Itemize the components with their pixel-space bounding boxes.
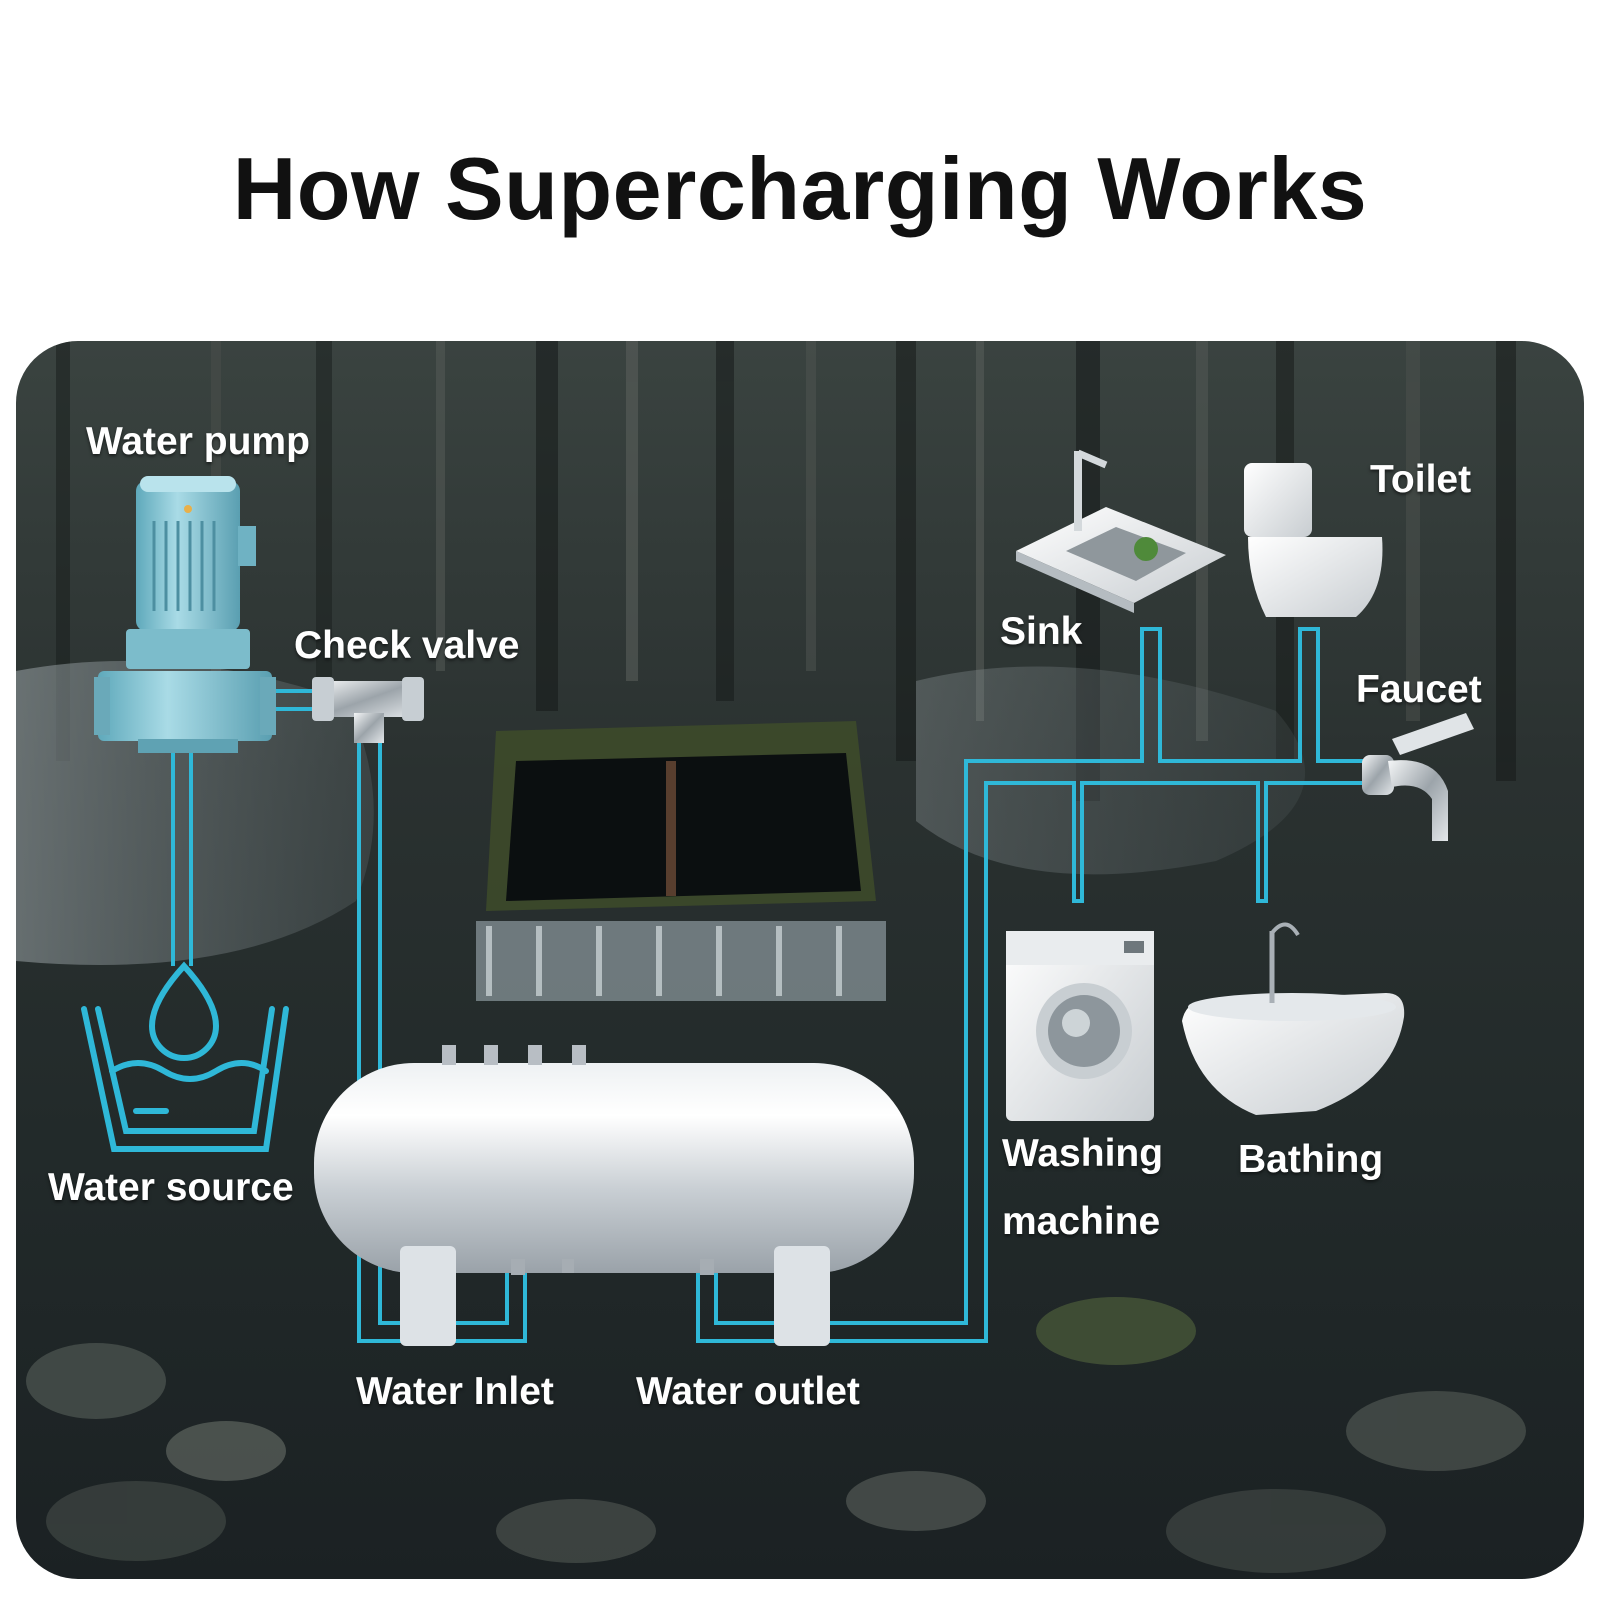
label-water-source: Water source: [48, 1166, 294, 1209]
label-bathing: Bathing: [1238, 1138, 1384, 1181]
label-washing-machine-line2: machine: [1002, 1200, 1161, 1243]
label-toilet: Toilet: [1370, 458, 1472, 501]
bathtub-icon: [1182, 922, 1405, 1115]
waterfall: [476, 921, 886, 1001]
check-valve-icon: [312, 677, 424, 743]
label-washing-machine-line1: Washing: [1002, 1132, 1164, 1175]
snow-ground-right: [916, 666, 1306, 875]
label-sink: Sink: [1000, 610, 1083, 653]
water-pump-icon: [94, 476, 276, 753]
water-source-icon: [81, 961, 289, 1152]
pipe-pump-to-source: [171, 736, 193, 966]
pipe-outlet-main: [696, 627, 1363, 1343]
label-water-outlet: Water outlet: [636, 1370, 860, 1413]
toilet-icon: [1244, 463, 1383, 617]
washing-machine-icon: [1006, 931, 1154, 1121]
sink-icon: [1016, 449, 1226, 613]
faucet-icon: [1362, 713, 1474, 841]
rocks: [26, 1297, 1526, 1573]
page-title: How Supercharging Works: [232, 139, 1368, 238]
label-water-pump: Water pump: [86, 420, 310, 463]
culvert: [486, 721, 876, 911]
pressure-tank-icon: [314, 1045, 914, 1346]
label-water-inlet: Water Inlet: [356, 1370, 554, 1413]
tree-trunks: [56, 341, 1516, 801]
label-faucet: Faucet: [1356, 668, 1482, 711]
diagram-scene: Water pump Check valve Water source Wate…: [16, 341, 1584, 1579]
label-check-valve: Check valve: [294, 624, 520, 667]
